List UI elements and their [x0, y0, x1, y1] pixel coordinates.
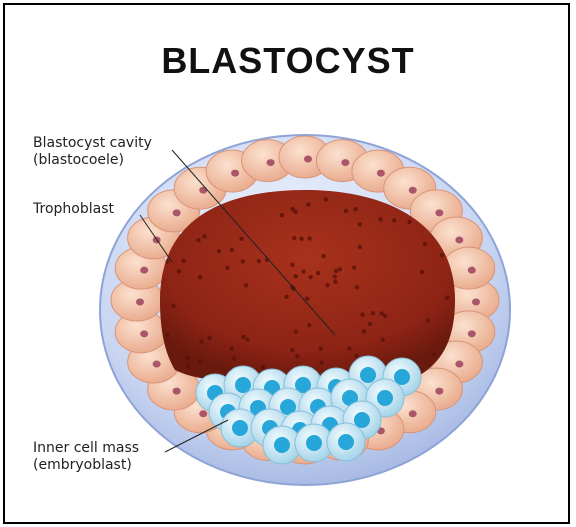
- label-icm-line2: (embryoblast): [33, 457, 139, 474]
- label-trophoblast: Trophoblast: [33, 201, 114, 218]
- label-icm-line1: Inner cell mass: [33, 440, 139, 457]
- label-inner-cell-mass: Inner cell mass (embryoblast): [33, 440, 139, 474]
- blastocyst-cavity: [160, 190, 455, 381]
- label-cavity-line2: (blastocoele): [33, 152, 152, 169]
- label-cavity-line1: Blastocyst cavity: [33, 135, 152, 152]
- label-blastocyst-cavity: Blastocyst cavity (blastocoele): [33, 135, 152, 169]
- inner-cell: [327, 423, 365, 461]
